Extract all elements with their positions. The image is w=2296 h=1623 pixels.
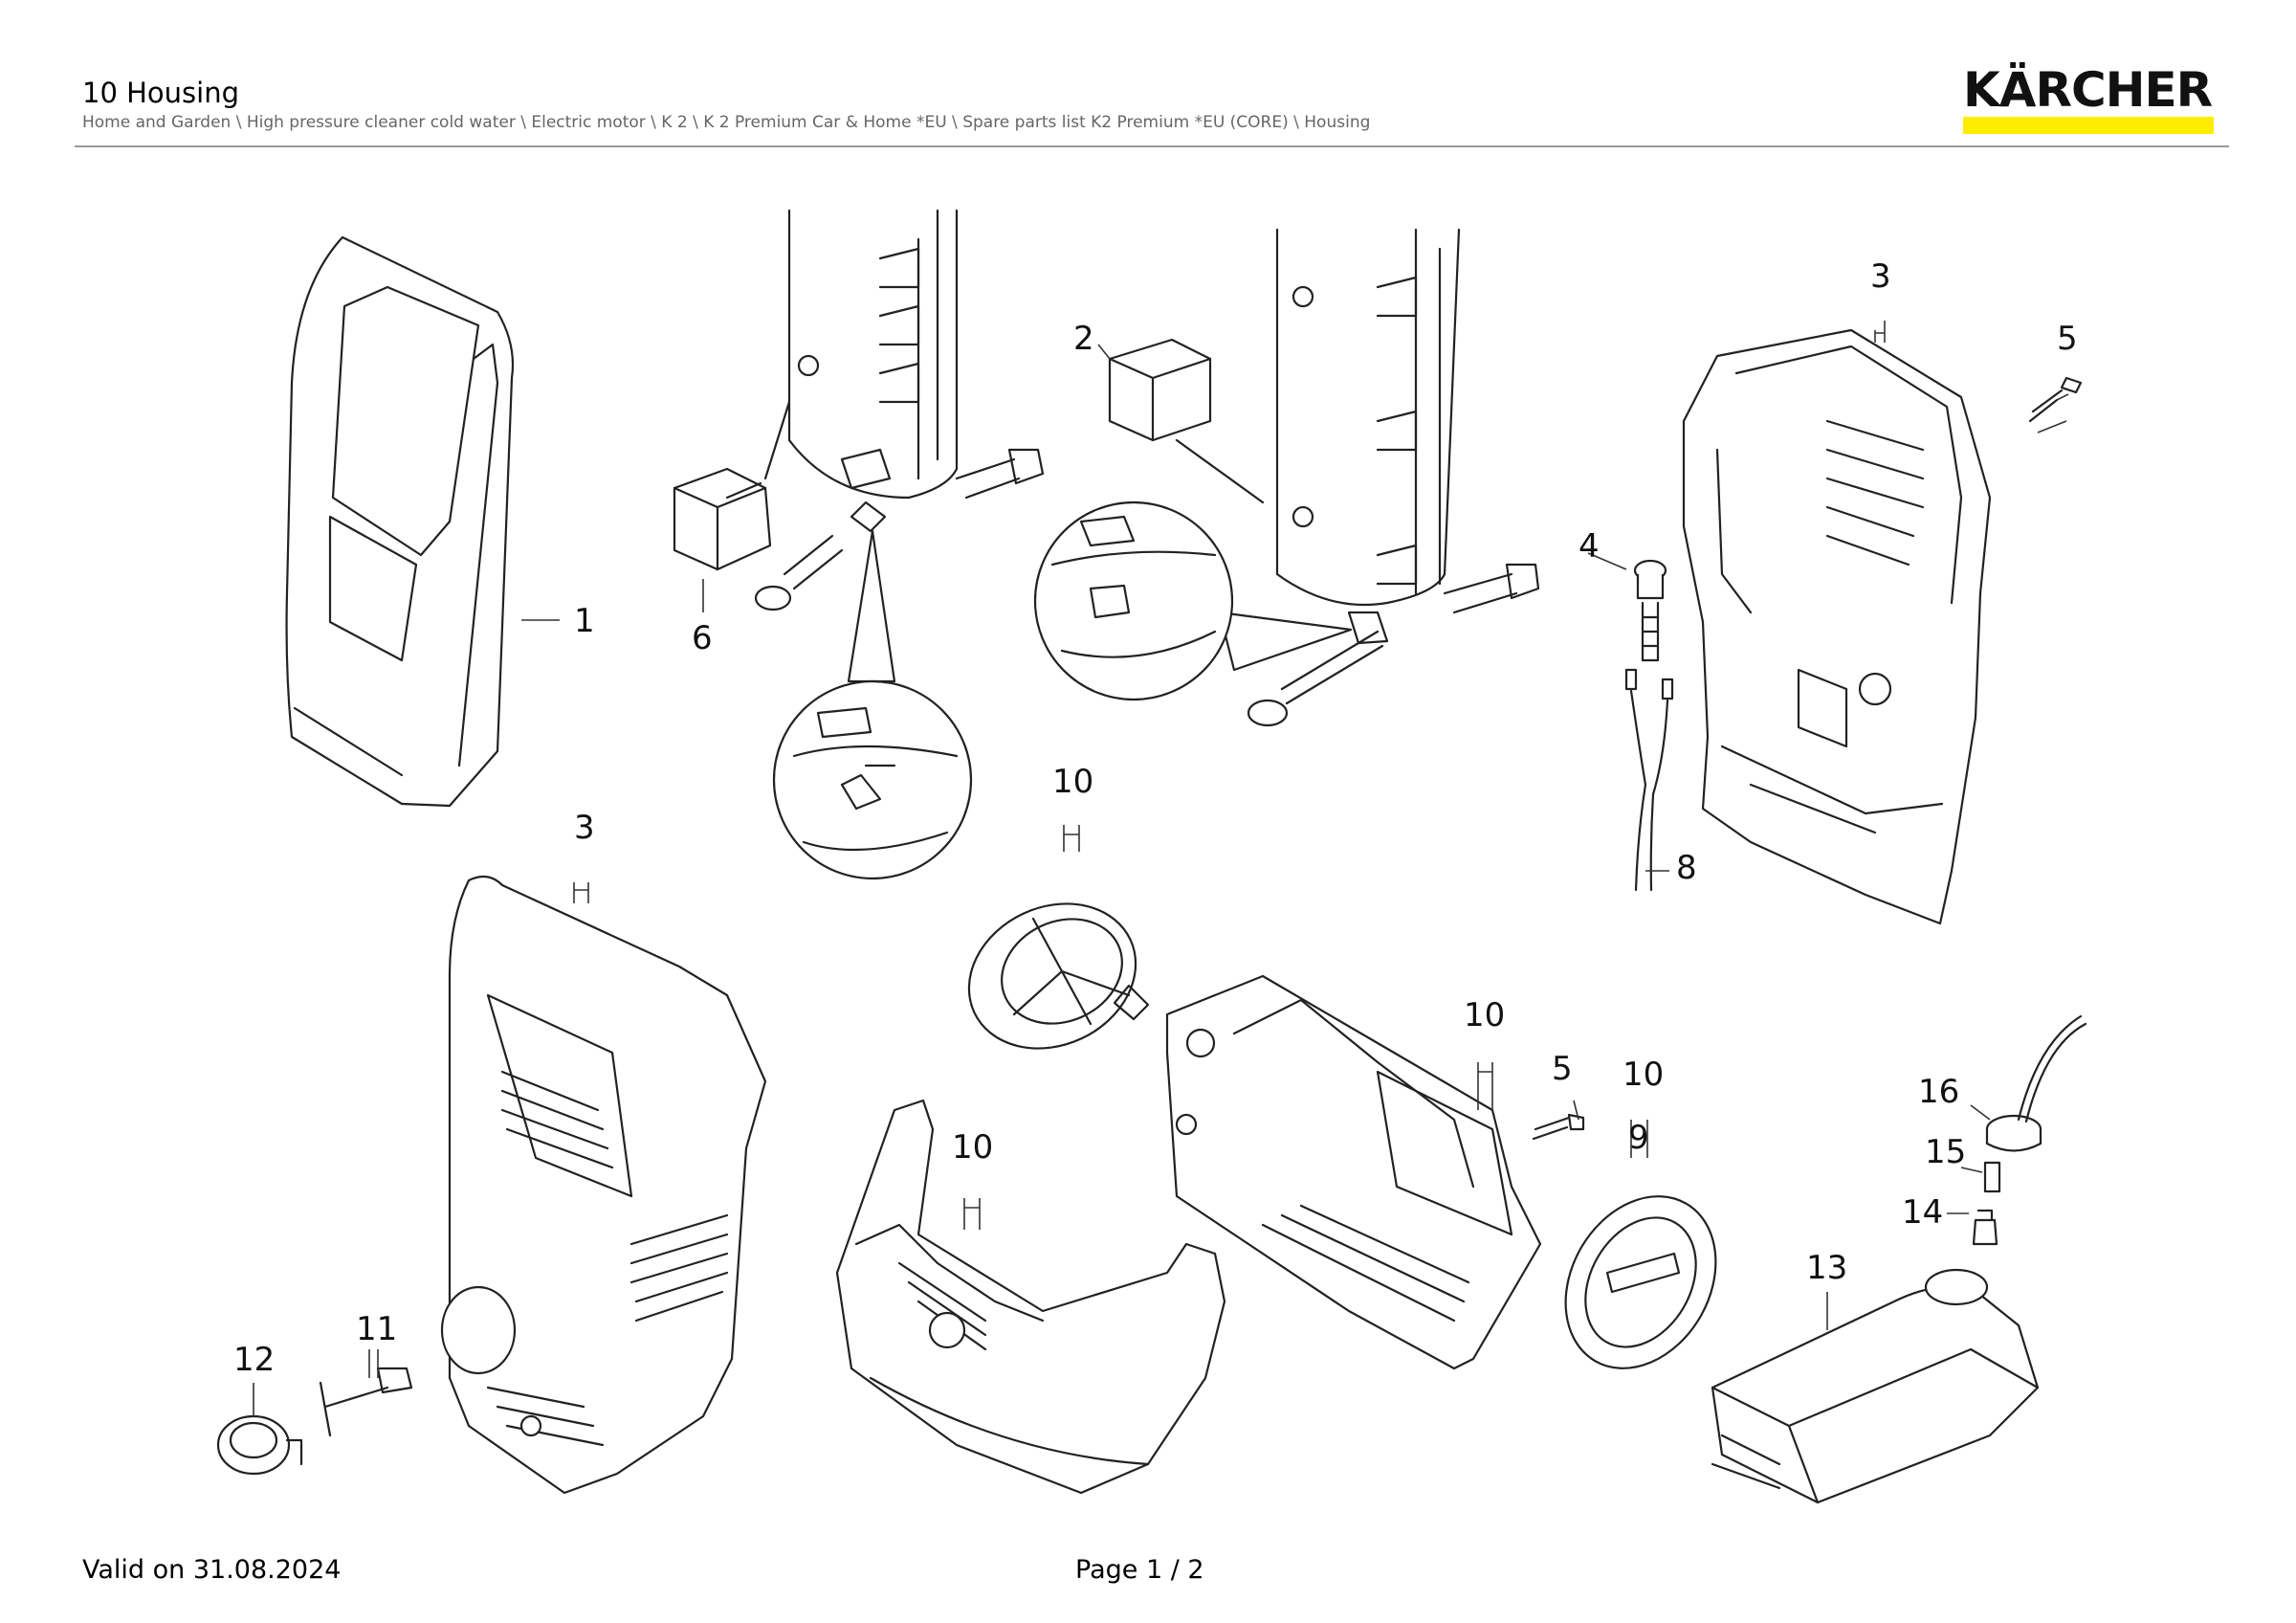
part-4-plug: [1633, 559, 1667, 662]
valid-date: Valid on 31.08.2024: [82, 1555, 342, 1585]
label-11: 11: [356, 1310, 397, 1348]
part-13-detergent-tank: [1711, 1268, 2040, 1504]
label-16: 16: [1918, 1073, 1959, 1111]
label-5-bottom: 5: [1552, 1050, 1573, 1088]
part-number-labels: 1 2 3 3 4 5 5 6 8 9 10 10 10 10 11 12 13…: [233, 257, 2078, 1379]
logo-text: KÄRCHER: [1963, 62, 2213, 118]
part-5-screw-bottom: [1532, 1113, 1585, 1141]
leader-lines: [253, 321, 2069, 1416]
part-5-screw-top: [2028, 376, 2083, 423]
label-10-base: 10: [952, 1128, 993, 1167]
part-12-knob: [216, 1414, 303, 1476]
label-12: 12: [233, 1341, 275, 1379]
page-number: Page 1 / 2: [1075, 1555, 1204, 1585]
label-10-right: 10: [1623, 1056, 1664, 1094]
part-10-base: [835, 1099, 1226, 1495]
part-10-wheel: [967, 902, 1150, 1050]
label-3-top: 3: [1870, 257, 1891, 296]
label-9: 9: [1628, 1119, 1649, 1157]
label-2: 2: [1073, 320, 1094, 358]
part-3-rear-housing: [1682, 328, 1992, 925]
zoom-detail-right: [1033, 500, 1353, 701]
label-10-chassis: 10: [1464, 996, 1505, 1034]
part-14-fitting: [1972, 1209, 1998, 1246]
label-5-top: 5: [2057, 320, 2078, 358]
pump-detail-left: [754, 209, 1045, 611]
part-10-chassis: [1165, 974, 1542, 1370]
label-13: 13: [1806, 1249, 1847, 1287]
breadcrumb: Home and Garden \ High pressure cleaner …: [82, 113, 1371, 132]
label-14: 14: [1902, 1193, 1943, 1232]
page-title: 10 Housing: [82, 77, 240, 109]
part-2-switch: [1108, 338, 1265, 504]
part-11-hook: [319, 1367, 413, 1437]
label-1: 1: [574, 602, 595, 640]
pump-detail-right: [1247, 228, 1540, 727]
header-divider: [75, 145, 2229, 147]
part-8-cable: [1624, 668, 1674, 892]
part-15-filter: [1983, 1161, 2001, 1193]
part-16-cap-hose: [1985, 1014, 2087, 1152]
part-6-switch-box: [673, 400, 791, 571]
label-6: 6: [692, 619, 713, 657]
label-3-bottom: 3: [574, 809, 595, 847]
logo-yellow-bar: [1963, 117, 2214, 134]
zoom-detail-left: [772, 529, 973, 880]
label-4: 4: [1578, 527, 1600, 566]
part-3-main-body: [440, 875, 767, 1495]
part-1-front-cover: [285, 235, 515, 808]
label-10-wheel: 10: [1052, 763, 1093, 801]
part-9-wheel: [1564, 1195, 1717, 1369]
karcher-logo: KÄRCHER: [1963, 63, 2214, 138]
label-15: 15: [1925, 1133, 1966, 1171]
label-8: 8: [1676, 849, 1697, 887]
